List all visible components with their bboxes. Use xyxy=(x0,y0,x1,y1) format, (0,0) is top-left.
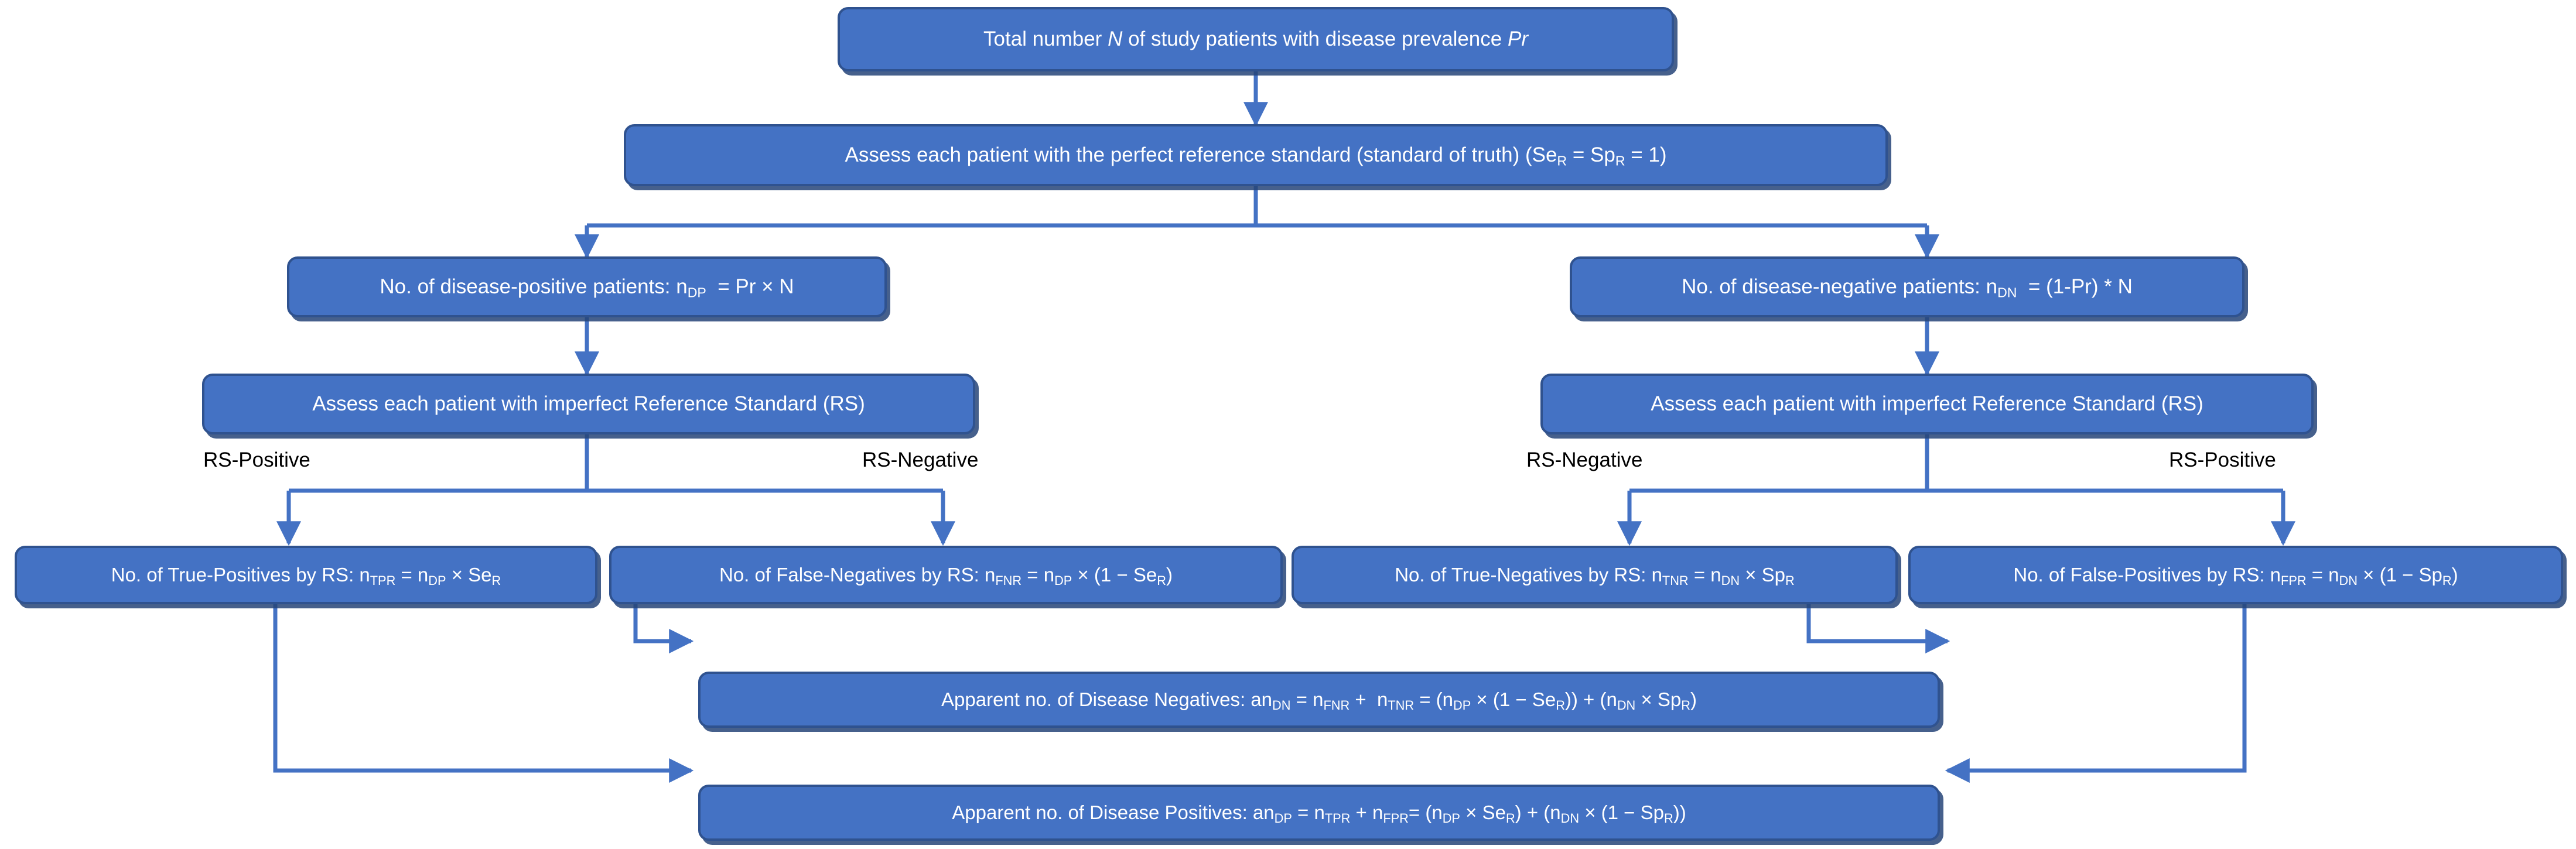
edge-label-left-rs-negative: RS-Negative xyxy=(862,449,979,471)
edge-label-right-rs-positive: RS-Positive xyxy=(2169,449,2276,471)
node-true-negatives[interactable]: No. of True-Negatives by RS: nTNR = nDN … xyxy=(1292,546,1898,604)
edge-fnr-to-apparent-negatives xyxy=(633,603,694,653)
node-apparent-disease-negatives[interactable]: Apparent no. of Disease Negatives: anDN … xyxy=(698,672,1940,728)
node-true-positives[interactable]: No. of True-Positives by RS: nTPR = nDP … xyxy=(15,546,597,604)
node-total-patients[interactable]: Total number N of study patients with di… xyxy=(838,7,1674,71)
node-disease-negative[interactable]: No. of disease-negative patients: nDN = … xyxy=(1570,256,2244,317)
node-false-negatives-label: No. of False-Negatives by RS: nFNR = nDP… xyxy=(719,564,1173,588)
edge-fpr-to-apparent-positives xyxy=(1945,603,2247,783)
edge-label-right-rs-negative: RS-Negative xyxy=(1526,449,1643,471)
node-assess-perfect-standard-label: Assess each patient with the perfect ref… xyxy=(845,143,1667,169)
node-assess-imperfect-left-label: Assess each patient with imperfect Refer… xyxy=(312,392,865,415)
node-true-negatives-label: No. of True-Negatives by RS: nTNR = nDN … xyxy=(1395,564,1795,588)
node-total-patients-label: Total number N of study patients with di… xyxy=(983,27,1528,50)
node-disease-positive[interactable]: No. of disease-positive patients: nDP = … xyxy=(287,256,887,317)
edge-tpr-to-apparent-positives xyxy=(273,603,694,783)
node-disease-positive-label: No. of disease-positive patients: nDP = … xyxy=(380,275,794,300)
node-false-positives-label: No. of False-Positives by RS: nFPR = nDN… xyxy=(2013,564,2458,588)
node-true-positives-label: No. of True-Positives by RS: nTPR = nDP … xyxy=(111,564,501,588)
node-false-positives[interactable]: No. of False-Positives by RS: nFPR = nDN… xyxy=(1908,546,2563,604)
node-assess-imperfect-left[interactable]: Assess each patient with imperfect Refer… xyxy=(202,374,975,434)
node-apparent-disease-positives[interactable]: Apparent no. of Disease Positives: anDP … xyxy=(698,785,1940,841)
node-false-negatives[interactable]: No. of False-Negatives by RS: nFNR = nDP… xyxy=(609,546,1283,604)
node-assess-imperfect-right[interactable]: Assess each patient with imperfect Refer… xyxy=(1540,374,2314,434)
node-apparent-disease-negatives-label: Apparent no. of Disease Negatives: anDN … xyxy=(941,689,1697,713)
edge-tnr-to-apparent-negatives xyxy=(1806,603,1950,653)
node-assess-imperfect-right-label: Assess each patient with imperfect Refer… xyxy=(1651,392,2203,415)
edge-label-left-rs-positive: RS-Positive xyxy=(203,449,310,471)
node-disease-negative-label: No. of disease-negative patients: nDN = … xyxy=(1682,275,2133,300)
node-assess-perfect-standard[interactable]: Assess each patient with the perfect ref… xyxy=(624,124,1888,186)
node-apparent-disease-positives-label: Apparent no. of Disease Positives: anDP … xyxy=(952,802,1686,826)
